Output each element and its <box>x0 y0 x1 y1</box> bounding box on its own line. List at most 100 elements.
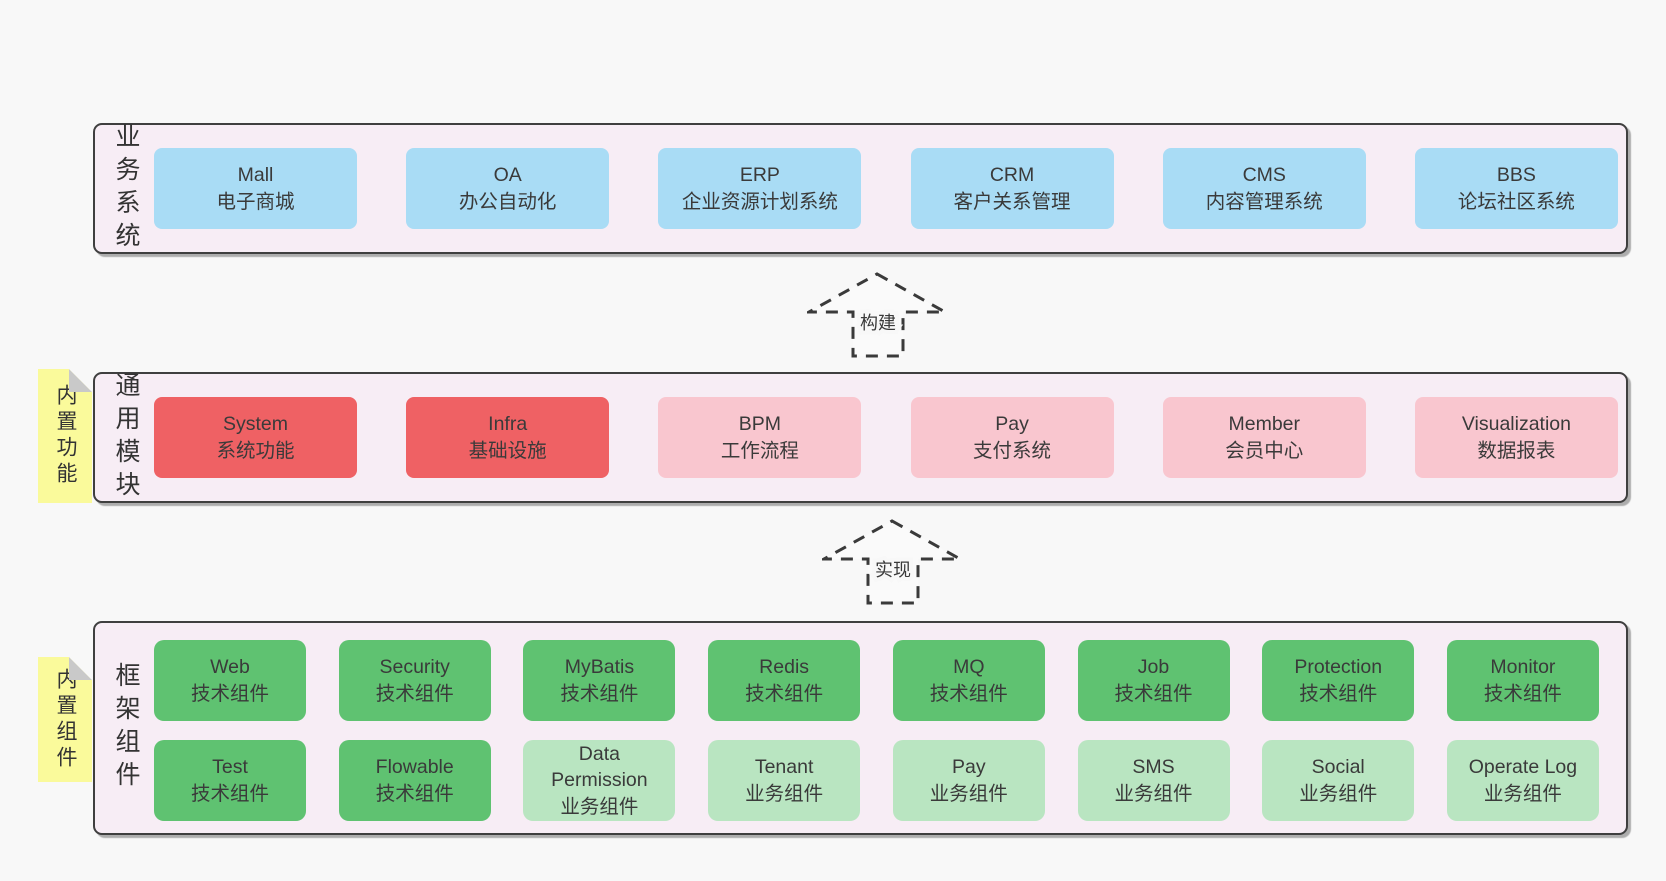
box-subtitle: 技术组件 <box>560 682 639 705</box>
business-boxes-row: Mall 电子商城 OA 办公自动化 ERP 企业资源计划系统 CRM 客户关系… <box>154 125 1618 252</box>
sticky-fold-corner-icon <box>69 369 92 392</box>
component-box-monitor: Monitor 技术组件 <box>1446 640 1599 721</box>
component-row-2: Test 技术组件 Flowable 技术组件 Data Permission … <box>154 740 1599 821</box>
box-subtitle: 业务组件 <box>745 782 824 805</box>
component-box-operate-log: Operate Log 业务组件 <box>1446 740 1599 821</box>
box-title: Social <box>1311 755 1365 778</box>
box-title: Visualization <box>1461 412 1571 435</box>
box-title: BPM <box>738 412 781 435</box>
box-title: CRM <box>989 163 1035 186</box>
box-subtitle: 会员中心 <box>1225 439 1304 462</box>
box-subtitle: 技术组件 <box>190 682 269 705</box>
common-modules-layer: 通用模块 System 系统功能 Infra 基础设施 BPM 工作流程 Pay… <box>93 371 1628 504</box>
component-box-test: Test 技术组件 <box>154 740 306 821</box>
module-box-member: Member 会员中心 <box>1162 397 1366 478</box>
component-box-tenant: Tenant 业务组件 <box>708 740 861 821</box>
box-title: Pay <box>952 755 986 778</box>
business-box-cms: CMS 内容管理系统 <box>1162 148 1366 229</box>
box-subtitle: 技术组件 <box>190 782 269 805</box>
box-subtitle: 工作流程 <box>720 439 799 462</box>
box-title: Tenant <box>754 755 814 778</box>
box-title: CMS <box>1242 163 1286 186</box>
box-subtitle: 业务组件 <box>560 795 639 818</box>
module-box-infra: Infra 基础设施 <box>406 397 610 478</box>
box-subtitle: 支付系统 <box>973 439 1052 462</box>
box-title: Flowable <box>375 755 454 778</box>
business-box-erp: ERP 企业资源计划系统 <box>658 148 862 229</box>
box-title: MyBatis <box>564 655 635 678</box>
sticky-label: 内置组件 <box>54 667 77 772</box>
build-arrow-label: 构建 <box>860 313 896 333</box>
business-box-bbs: BBS 论坛社区系统 <box>1414 148 1618 229</box>
module-box-system: System 系统功能 <box>154 397 357 478</box>
business-layer-label: 业务系统 <box>112 122 140 255</box>
box-subtitle: 办公自动化 <box>458 190 557 213</box>
box-subtitle: 论坛社区系统 <box>1457 190 1575 213</box>
box-subtitle: 技术组件 <box>929 682 1008 705</box>
component-box-data-permission: Data Permission 业务组件 <box>523 740 676 821</box>
box-title: SMS <box>1132 755 1175 778</box>
build-arrow-up-icon: 构建 <box>807 272 947 358</box>
box-title: Monitor <box>1490 655 1556 678</box>
modules-layer-label: 通用模块 <box>112 371 140 504</box>
box-title: Mall <box>237 163 274 186</box>
box-subtitle: 技术组件 <box>745 682 824 705</box>
component-box-flowable: Flowable 技术组件 <box>338 740 491 821</box>
component-box-job: Job 技术组件 <box>1077 640 1230 721</box>
component-box-mybatis: MyBatis 技术组件 <box>523 640 676 721</box>
box-subtitle: 技术组件 <box>1299 682 1378 705</box>
box-subtitle: 技术组件 <box>1114 682 1193 705</box>
business-box-mall: Mall 电子商城 <box>154 148 357 229</box>
component-box-web: Web 技术组件 <box>154 640 306 721</box>
box-subtitle: 业务组件 <box>929 782 1008 805</box>
box-title: System <box>222 412 288 435</box>
box-title: ERP <box>739 163 780 186</box>
box-title: Protection <box>1294 655 1383 678</box>
box-subtitle: 技术组件 <box>375 682 454 705</box>
component-box-social: Social 业务组件 <box>1262 740 1415 821</box>
component-box-redis: Redis 技术组件 <box>708 640 861 721</box>
box-subtitle: 业务组件 <box>1483 782 1562 805</box>
box-title: OA <box>493 163 522 186</box>
components-layer-label: 框架组件 <box>112 662 140 794</box>
box-title: Infra <box>488 412 528 435</box>
box-title: Operate Log <box>1468 755 1578 778</box>
box-subtitle: 内容管理系统 <box>1205 190 1323 213</box>
component-box-protection: Protection 技术组件 <box>1262 640 1415 721</box>
box-title: Pay <box>995 412 1029 435</box>
component-box-sms: SMS 业务组件 <box>1077 740 1230 821</box>
module-box-visualization: Visualization 数据报表 <box>1414 397 1618 478</box>
box-subtitle: 基础设施 <box>468 439 547 462</box>
component-box-security: Security 技术组件 <box>338 640 491 721</box>
module-boxes-row: System 系统功能 Infra 基础设施 BPM 工作流程 Pay 支付系统… <box>154 374 1618 501</box>
component-box-mq: MQ 技术组件 <box>892 640 1045 721</box>
box-subtitle: 技术组件 <box>1483 682 1562 705</box>
box-title: Member <box>1228 412 1301 435</box>
box-subtitle: 系统功能 <box>216 439 295 462</box>
builtin-components-sticky-note: 内置组件 <box>38 657 92 782</box>
box-subtitle: 企业资源计划系统 <box>681 190 838 213</box>
business-box-oa: OA 办公自动化 <box>406 148 610 229</box>
box-subtitle: 数据报表 <box>1477 439 1556 462</box>
component-boxes-grid: Web 技术组件 Security 技术组件 MyBatis 技术组件 Redi… <box>154 640 1599 821</box>
box-title: Web <box>210 655 250 678</box>
box-title: MQ <box>953 655 985 678</box>
builtin-features-sticky-note: 内置功能 <box>38 369 92 503</box>
sticky-label: 内置功能 <box>54 384 77 488</box>
box-title: BBS <box>1496 163 1536 186</box>
box-subtitle: 业务组件 <box>1299 782 1378 805</box>
business-box-crm: CRM 客户关系管理 <box>910 148 1114 229</box>
box-subtitle: 技术组件 <box>375 782 454 805</box>
box-title: Data Permission <box>551 742 648 792</box>
component-box-pay: Pay 业务组件 <box>892 740 1045 821</box>
framework-components-layer: 框架组件 Web 技术组件 Security 技术组件 MyBatis 技术组件… <box>93 621 1628 835</box>
box-title: Test <box>212 755 248 778</box>
component-row-1: Web 技术组件 Security 技术组件 MyBatis 技术组件 Redi… <box>154 640 1599 721</box>
module-box-pay: Pay 支付系统 <box>910 397 1114 478</box>
implement-arrow-label: 实现 <box>875 560 911 580</box>
box-subtitle: 客户关系管理 <box>953 190 1071 213</box>
box-title: Job <box>1137 655 1170 678</box>
box-title: Redis <box>759 655 810 678</box>
box-subtitle: 电子商城 <box>216 190 295 213</box>
sticky-fold-corner-icon <box>69 657 92 680</box>
